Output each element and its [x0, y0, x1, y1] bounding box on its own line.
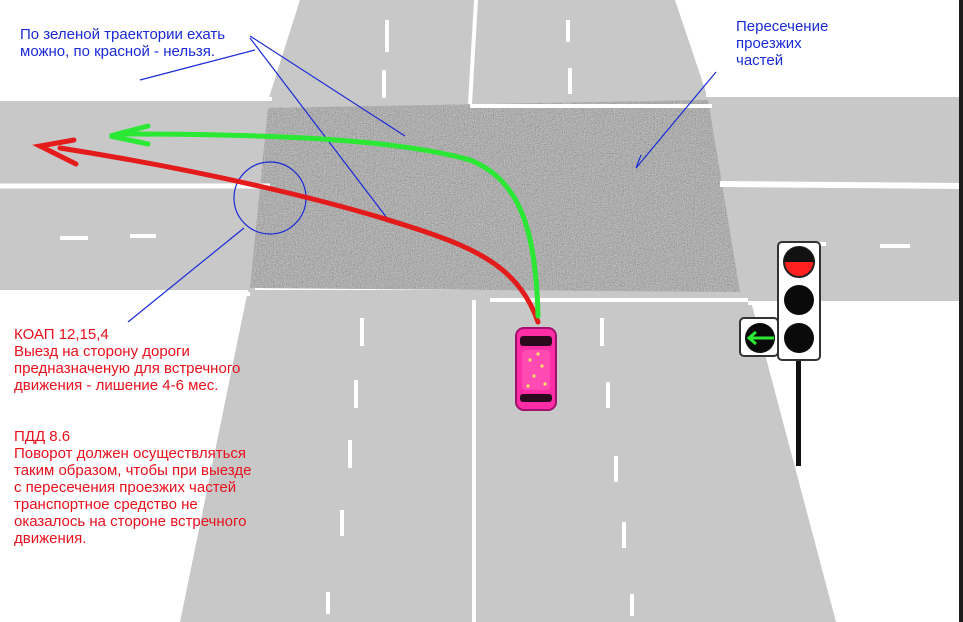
- green-lamp: [784, 323, 814, 353]
- pointer-to-red: [249, 37, 391, 223]
- pointer-to-intersection-head: [635, 154, 642, 169]
- car: [515, 327, 557, 411]
- east-road: [706, 96, 963, 302]
- green-left-arrow-icon: [746, 330, 774, 346]
- trajectory-note: По зеленой траектории ехать можно, по кр…: [20, 26, 226, 60]
- north-road: [265, 0, 712, 110]
- intersection-note: Пересечение проезжих частей: [736, 18, 829, 69]
- pointer-to-intersection: [635, 71, 717, 169]
- blue-direction-line: [139, 49, 256, 81]
- intersection-texture: [250, 100, 740, 292]
- east-mid-line: [719, 181, 963, 189]
- frame-edge: [959, 0, 963, 622]
- pointer-to-circle: [127, 227, 245, 323]
- allowed-trajectory: [109, 123, 541, 319]
- south-road: [180, 290, 836, 622]
- traffic-light-pole: [796, 356, 801, 466]
- annotation-lines: [127, 35, 717, 323]
- pointer-to-green: [249, 35, 406, 137]
- forbidden-trajectory: [32, 137, 541, 325]
- yellow-lamp: [784, 285, 814, 315]
- lane-markings: [60, 20, 910, 616]
- koap-note: КОАП 12,15,4 Выезд на сторону дороги пре…: [14, 326, 241, 394]
- north-center-line: [468, 0, 478, 105]
- traffic-light: [739, 241, 821, 466]
- pdd-note: ПДД 8.6 Поворот должен осуществляться та…: [14, 428, 252, 547]
